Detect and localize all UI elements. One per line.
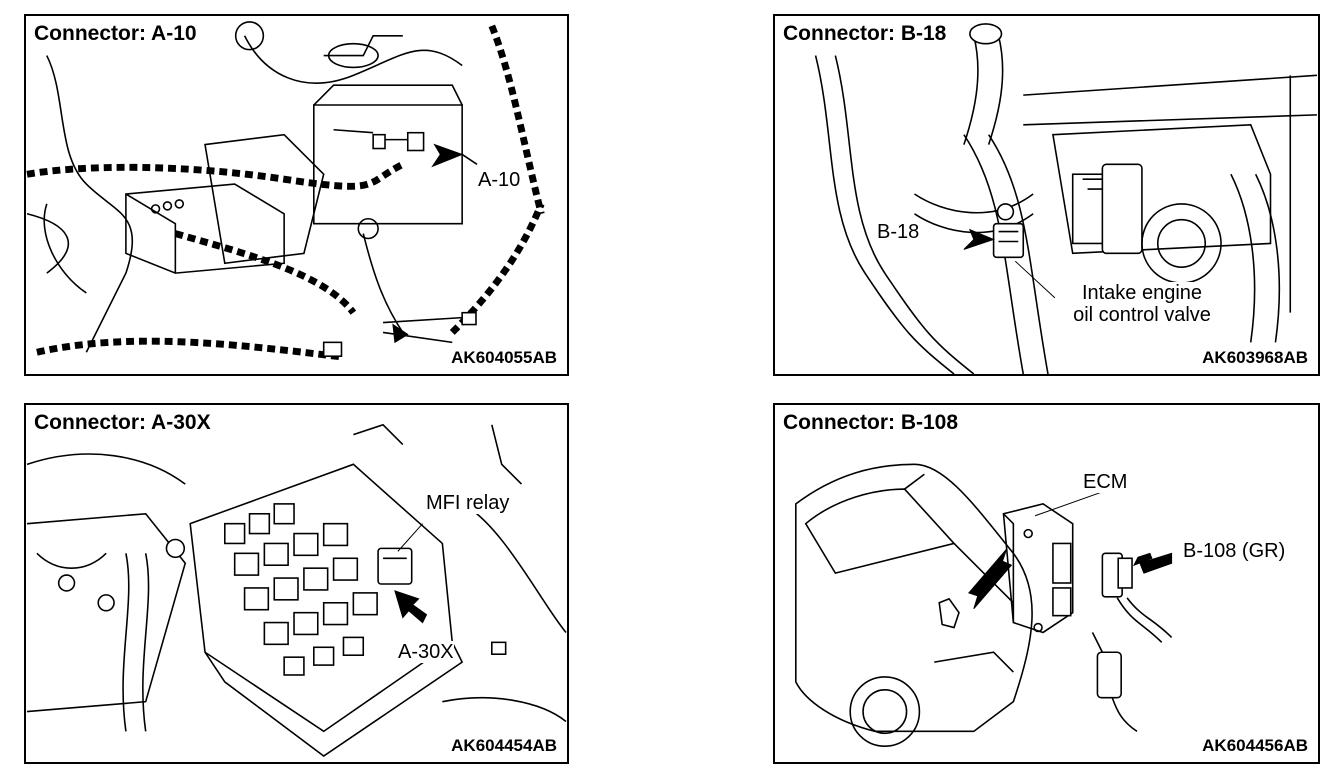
engine-bay-illustration-a10 [26,21,545,361]
connector-a30x-panel: Connector: A-30X MFI relay A-30X AK60445… [24,403,569,764]
image-code: AK604055AB [448,348,557,368]
callout-b108-gr: B-108 (GR) [1183,540,1286,562]
panel-title: Connector: B-108 [783,411,963,435]
panel-title: Connector: A-10 [34,22,201,46]
panel-title: Connector: A-30X [34,411,215,435]
engine-bay-illustration-b18 [814,23,1318,374]
connector-a10-panel: Connector: A-10 A-10 AK604055AB [24,14,569,376]
callout-mfi-relay: MFI relay [426,492,510,514]
callout-intake-engine-oil-control-valve: Intake engine oil control valve [1057,282,1227,326]
relay-box-illustration-a30x [26,423,567,758]
callout-a30x: A-30X [398,641,454,663]
image-code: AK604454AB [448,736,557,756]
callout-line-2: oil control valve [1073,304,1211,326]
image-code: AK603968AB [1199,348,1308,368]
callout-line-1: Intake engine [1081,282,1203,304]
vehicle-ecm-illustration-b108 [795,463,1173,747]
callout-a10: A-10 [478,169,521,191]
image-code: AK604456AB [1199,736,1308,756]
connector-b18-panel: Connector: B-18 B-18 Intake engine oil c… [773,14,1320,376]
connector-b108-panel: Connector: B-108 ECM B-108 (GR) AK604456… [773,403,1320,764]
callout-b18: B-18 [877,221,920,243]
callout-ecm: ECM [1083,471,1128,493]
panel-title: Connector: B-18 [783,22,951,46]
